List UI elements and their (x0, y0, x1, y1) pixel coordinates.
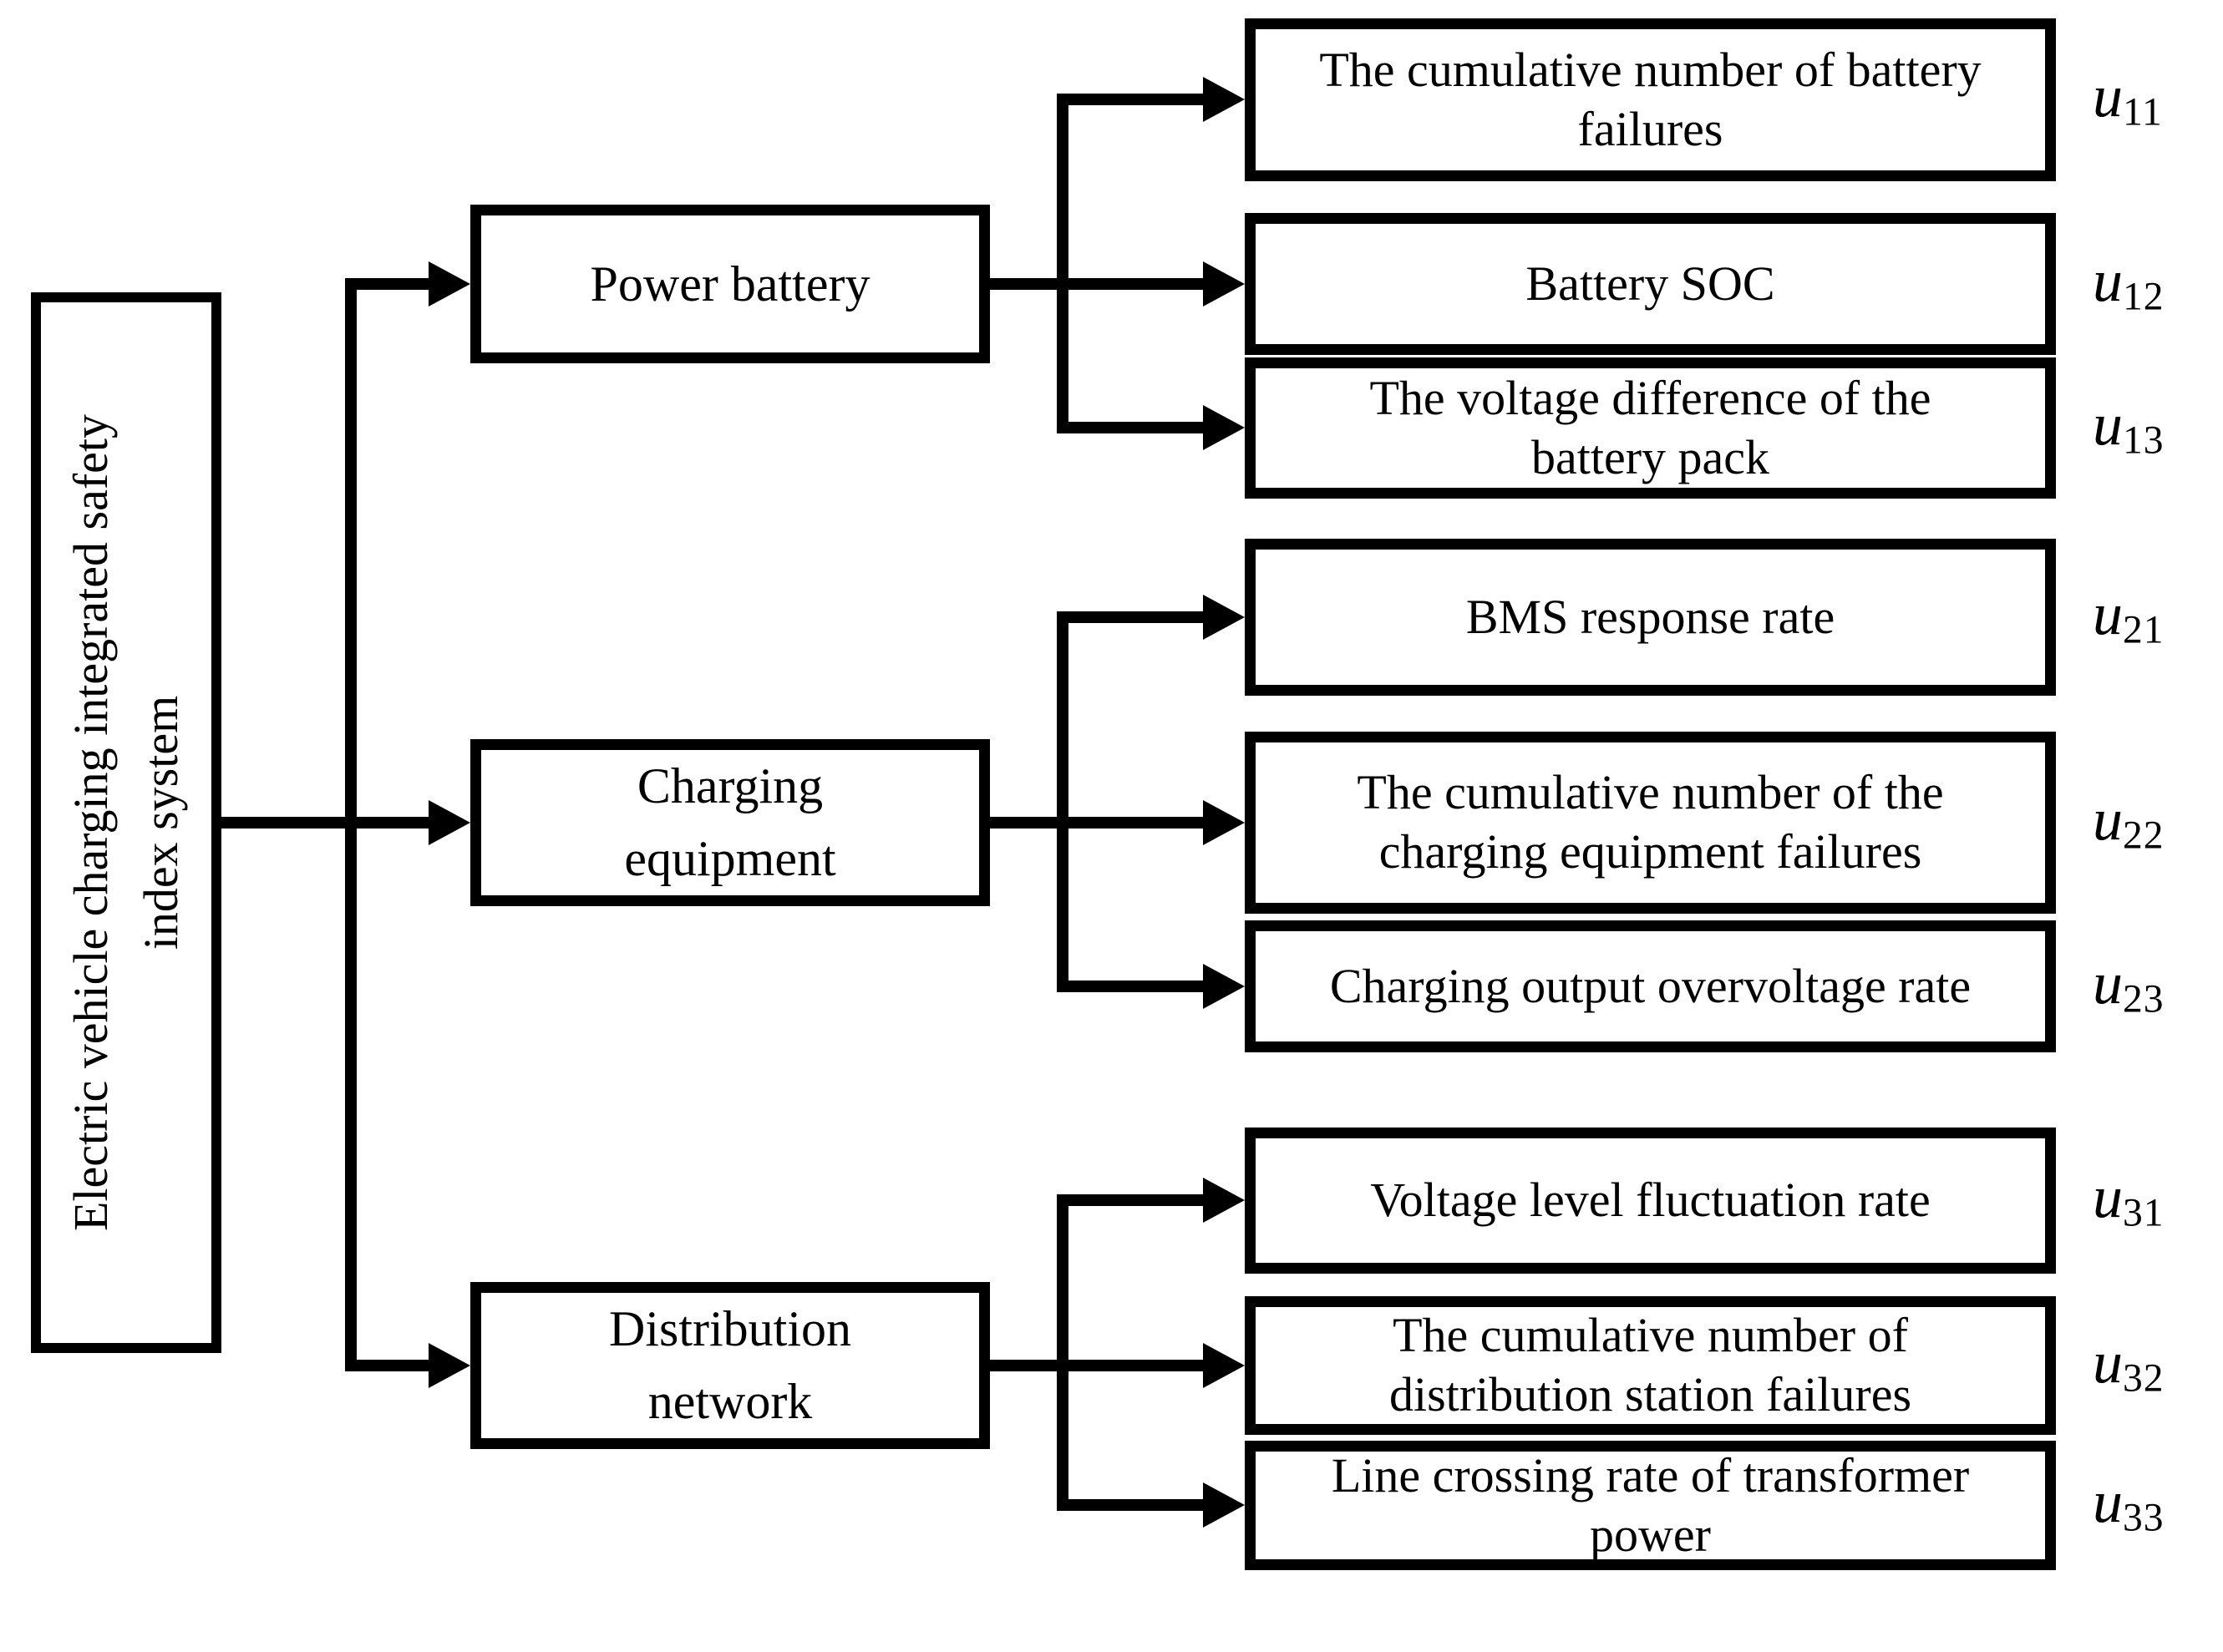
indicator-symbol-u11: u11 (2093, 63, 2163, 134)
arrowhead-u22 (1203, 800, 1245, 845)
indicator-label: The cumulative number of the charging eq… (1357, 765, 1944, 879)
arrowhead-u32 (1203, 1343, 1245, 1388)
indicator-box-u23: Charging output overvoltage rate (1245, 920, 2056, 1052)
indicator-box-u33: Line crossing rate of transformer power (1245, 1441, 2056, 1570)
indicator-box-u11: The cumulative number of battery failure… (1245, 18, 2056, 181)
indicator-label: BMS response rate (1465, 589, 1835, 644)
indicator-label: Charging output overvoltage rate (1329, 958, 1972, 1013)
group-box-power-battery: Power battery (470, 205, 990, 363)
arrowhead-distribution-network (429, 1343, 470, 1388)
root-label-line1: Electric vehicle charging integrated saf… (63, 414, 118, 1232)
indicator-symbol-u31: u31 (2093, 1163, 2165, 1235)
indicator-symbol-u22: u22 (2093, 786, 2165, 858)
arrowhead-u33 (1203, 1482, 1245, 1528)
arrowhead-u31 (1203, 1178, 1245, 1223)
indicator-box-u21: BMS response rate (1245, 539, 2056, 696)
indicator-label: Battery SOC (1525, 256, 1775, 311)
indicator-label: Line crossing rate of transformer power (1331, 1447, 1970, 1562)
root-label: Electric vehicle charging integrated saf… (56, 292, 196, 1353)
indicator-box-u22: The cumulative number of the charging eq… (1245, 732, 2056, 914)
indicator-label: The cumulative number of battery failure… (1319, 42, 1982, 156)
group-box-distribution-network: Distribution network (470, 1282, 990, 1449)
group-label: Power battery (590, 256, 870, 312)
indicator-symbol-u12: u12 (2093, 247, 2165, 319)
group-label: Charging equipment (624, 758, 836, 886)
arrowhead-u21 (1203, 595, 1245, 640)
indicator-symbol-u21: u21 (2093, 580, 2165, 652)
arrowhead-u11 (1203, 77, 1245, 122)
indicator-label: Voltage level fluctuation rate (1370, 1173, 1931, 1228)
indicator-label: The voltage difference of the battery pa… (1369, 370, 1931, 484)
arrowhead-u12 (1203, 261, 1245, 307)
indicator-symbol-u13: u13 (2093, 391, 2165, 463)
indicator-box-u31: Voltage level fluctuation rate (1245, 1128, 2056, 1274)
indicator-label: The cumulative number of distribution st… (1388, 1308, 1912, 1421)
group-label: Distribution network (608, 1301, 851, 1429)
arrowhead-power-battery (429, 261, 470, 307)
indicator-symbol-u32: u32 (2093, 1329, 2165, 1401)
indicator-box-u32: The cumulative number of distribution st… (1245, 1296, 2056, 1435)
arrowhead-u23 (1203, 964, 1245, 1009)
indicator-symbol-u23: u23 (2093, 950, 2165, 1021)
arrowhead-u13 (1203, 405, 1245, 450)
group-box-charging-equipment: Charging equipment (470, 739, 990, 906)
root-label-line2: index system (134, 695, 188, 950)
arrowhead-charging-equipment (429, 800, 470, 845)
indicator-box-u12: Battery SOC (1245, 213, 2056, 355)
indicator-box-u13: The voltage difference of the battery pa… (1245, 357, 2056, 499)
root-box: Electric vehicle charging integrated saf… (31, 292, 221, 1353)
indicator-symbol-u33: u33 (2093, 1468, 2165, 1540)
